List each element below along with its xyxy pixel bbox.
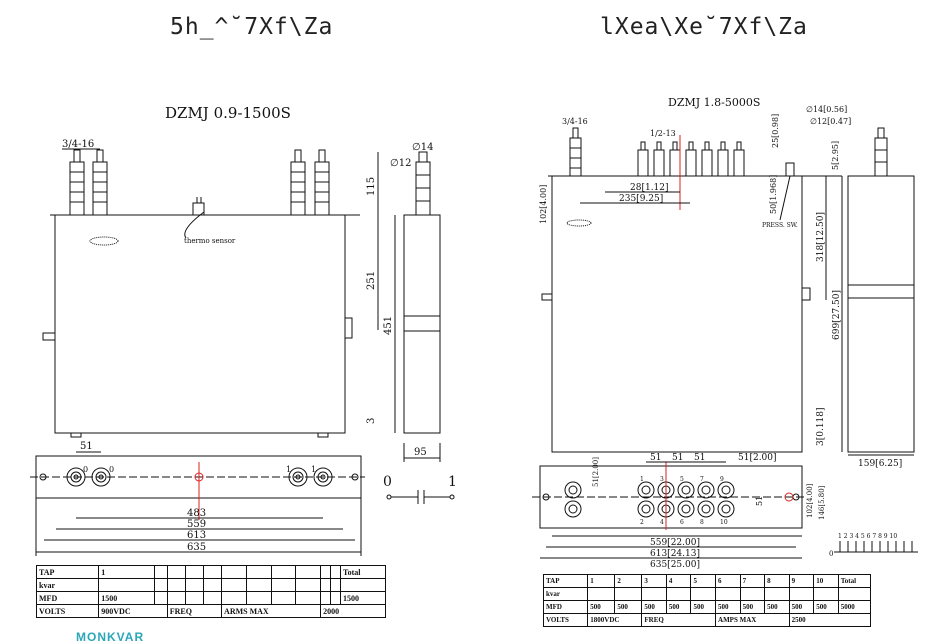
right-dim-235: 235[9.25] (619, 194, 663, 204)
right-heading: lXea\Xe˘7Xf\Za (600, 14, 808, 40)
right-term-10: 10 (720, 519, 728, 526)
right-dim-699: 699[27.50] (832, 290, 842, 340)
right-term-4: 4 (660, 519, 664, 526)
right-body (551, 175, 803, 453)
left-dim-3: 3 (366, 418, 377, 424)
left-term-0b: 0 (109, 465, 114, 474)
right-vent-grille (566, 219, 592, 227)
right-term-3: 3 (660, 476, 664, 483)
right-dim-102: 102[4.00] (539, 185, 548, 224)
right-dim-51a: 51 (650, 453, 661, 463)
left-dim-483: 483 (187, 508, 206, 519)
right-term-6: 6 (680, 519, 684, 526)
left-dim-451: 451 (383, 316, 394, 335)
right-dim-635: 635[25.00] (650, 560, 700, 570)
right-sym-0: 0 (829, 550, 833, 558)
right-dim-50: 50[1.968] (769, 175, 778, 214)
right-sym-nums: 1 2 3 4 5 6 7 8 9 10 (838, 533, 897, 540)
left-bushing-group-left (69, 149, 108, 216)
right-dim-102b: 102[4.00] (806, 483, 814, 518)
right-dim-51b: 51 (672, 453, 683, 463)
right-dim-3: 3[0.118] (816, 407, 826, 446)
right-bushing-row (637, 141, 745, 177)
right-dia-a: ∅14[0.56] (806, 105, 847, 114)
right-dim-5: 5[2.95] (831, 141, 840, 170)
left-dia-b: ∅12 (390, 158, 411, 169)
right-term-8: 8 (700, 519, 704, 526)
right-sensor-label: PRESS. SW. (762, 222, 798, 229)
left-dim-51: 51 (80, 441, 93, 452)
brand-logo-text: MONKVAR (76, 630, 145, 644)
left-sensor-label: thermo sensor (184, 237, 236, 245)
right-dim-51d: 51[2.00] (738, 453, 777, 463)
left-term-1a: 1 (286, 465, 291, 474)
left-term-1b: 1 (311, 465, 316, 474)
right-dim-28: 28[1.12] (630, 183, 669, 193)
left-dim-95: 95 (414, 447, 427, 458)
left-dim-635: 635 (187, 542, 206, 553)
left-bushing-group-right (290, 149, 330, 216)
right-dim-318: 318[12.50] (816, 212, 826, 262)
right-model-label: DZMJ 1.8-5000S (668, 96, 760, 109)
right-dim-159: 159[6.25] (858, 459, 902, 469)
right-side-view (847, 175, 915, 453)
right-term-1: 1 (640, 476, 644, 483)
left-thread-label: 3/4-16 (62, 139, 94, 150)
right-dim-51v: 51[2.00] (592, 457, 600, 487)
right-terminal-grid (637, 481, 735, 518)
left-term-0a: 0 (83, 465, 88, 474)
right-thread2-label: 1/2-13 (650, 129, 676, 138)
right-term-2: 2 (640, 519, 644, 526)
left-sym-0: 0 (383, 474, 392, 490)
right-dim-25: 25[0.98] (771, 114, 780, 148)
right-dim-146: 146[5.80] (818, 485, 826, 520)
right-dim-51c: 51 (694, 453, 705, 463)
left-sym-1: 1 (448, 474, 457, 490)
left-dim-613: 613 (187, 530, 206, 541)
left-vent-grille (89, 236, 119, 246)
left-dim-251: 251 (366, 271, 377, 290)
left-capacitor-symbol: 0 1 (383, 474, 457, 504)
right-term-9: 9 (720, 476, 724, 483)
right-dia-b: ∅12[0.47] (810, 117, 851, 126)
right-term-7: 7 (700, 476, 704, 483)
left-model-label: DZMJ 0.9-1500S (165, 104, 291, 122)
left-dim-115: 115 (366, 177, 377, 196)
right-thread-label: 3/4-16 (562, 117, 588, 126)
left-heading: 5h_^˘7Xf\Za (170, 14, 334, 40)
left-dim-559: 559 (187, 519, 206, 530)
right-dim-559: 559[22.00] (650, 538, 700, 548)
right-dim-613: 613[24.13] (650, 549, 700, 559)
right-term-5: 5 (680, 476, 684, 483)
left-dia-a: ∅14 (412, 142, 433, 153)
right-dim-51e: 51 (755, 496, 764, 506)
right-tap-schematic: 1 2 3 4 5 6 7 8 9 10 0 (829, 533, 918, 558)
